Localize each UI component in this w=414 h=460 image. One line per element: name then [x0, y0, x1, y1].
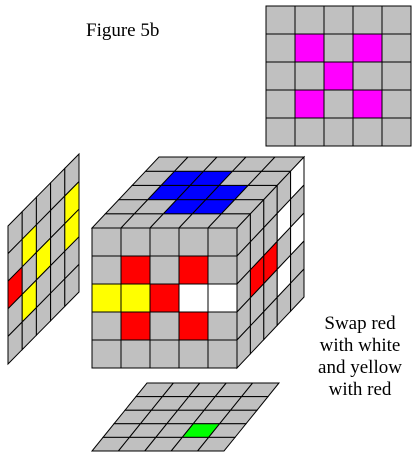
sticker-gray — [91, 339, 122, 369]
caption-line: with red — [328, 379, 392, 400]
sticker-gray — [120, 227, 151, 257]
sticker-gray — [207, 227, 238, 257]
sticker-yellow — [120, 283, 151, 313]
caption-line: Swap red — [324, 313, 396, 334]
caption-line: and yellow — [318, 357, 402, 378]
reference-pattern-grid — [265, 5, 412, 147]
sticker-gray — [149, 255, 180, 285]
sticker-gray — [323, 89, 354, 119]
sticker-gray — [381, 89, 412, 119]
sticker-gray — [323, 33, 354, 63]
sticker-gray — [381, 117, 412, 147]
sticker-gray — [352, 5, 383, 35]
sticker-red — [120, 255, 151, 285]
sticker-gray — [352, 61, 383, 91]
sticker-magenta — [352, 89, 383, 119]
sticker-gray — [265, 5, 296, 35]
sticker-gray — [207, 311, 238, 341]
cube-top-face — [90, 156, 306, 229]
sticker-red — [178, 311, 209, 341]
caption: Swap red with white and yellow with red — [306, 313, 414, 401]
sticker-red — [149, 283, 180, 313]
figure-title: Figure 5b — [86, 20, 160, 41]
sticker-gray — [290, 267, 305, 313]
sticker-gray — [91, 311, 122, 341]
sticker-magenta — [352, 33, 383, 63]
sticker-gray — [64, 263, 80, 308]
sticker-gray — [352, 117, 383, 147]
sticker-red — [120, 311, 151, 341]
sticker-white — [207, 283, 238, 313]
caption-line: with white — [319, 335, 401, 356]
cube-right-face — [236, 155, 305, 370]
sticker-red — [178, 255, 209, 285]
cube-bottom-face — [90, 382, 281, 452]
sticker-gray — [265, 33, 296, 63]
sticker-gray — [149, 227, 180, 257]
sticker-gray — [207, 255, 238, 285]
sticker-gray — [196, 436, 237, 452]
sticker-magenta — [294, 89, 325, 119]
sticker-gray — [91, 255, 122, 285]
sticker-gray — [91, 227, 122, 257]
sticker-gray — [294, 117, 325, 147]
sticker-gray — [381, 5, 412, 35]
sticker-gray — [265, 61, 296, 91]
sticker-gray — [294, 5, 325, 35]
sticker-gray — [381, 61, 412, 91]
sticker-gray — [265, 117, 296, 147]
sticker-gray — [207, 339, 238, 369]
sticker-gray — [323, 117, 354, 147]
sticker-gray — [323, 5, 354, 35]
sticker-gray — [149, 311, 180, 341]
sticker-gray — [381, 33, 412, 63]
sticker-gray — [294, 61, 325, 91]
sticker-gray — [120, 339, 151, 369]
sticker-gray — [149, 339, 180, 369]
cube-left-face — [7, 152, 80, 366]
sticker-magenta — [323, 61, 354, 91]
sticker-gray — [178, 227, 209, 257]
sticker-gray — [178, 339, 209, 369]
sticker-magenta — [294, 33, 325, 63]
sticker-gray — [265, 89, 296, 119]
cube-front-face — [91, 227, 238, 369]
sticker-white — [178, 283, 209, 313]
sticker-yellow — [91, 283, 122, 313]
